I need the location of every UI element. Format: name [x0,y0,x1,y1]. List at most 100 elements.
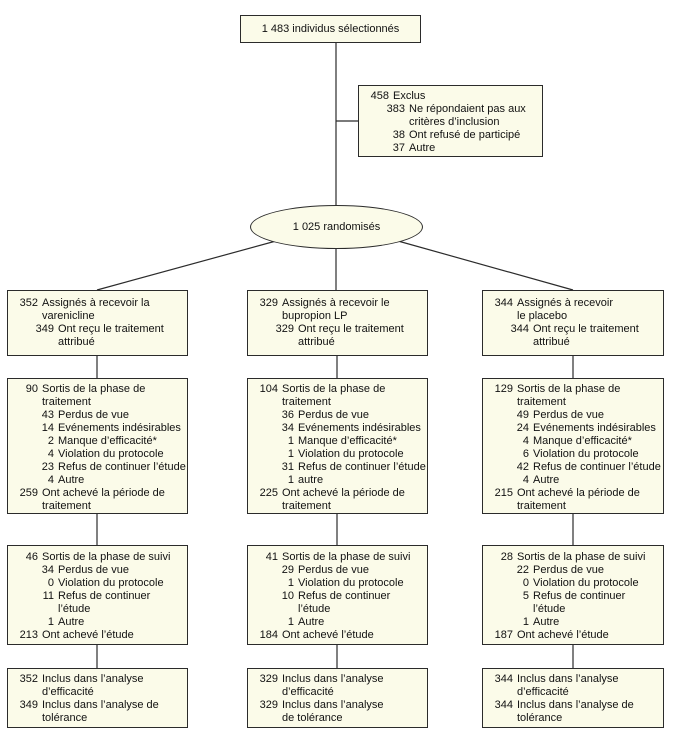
count-value: 4 [522,474,529,486]
flow-line: 14 Evénements indésirables [14,422,184,435]
count-value: 42 [516,461,529,473]
count-value: 349 [35,323,54,335]
line-label: Sortis de la phase de traitement [42,383,146,408]
count-value: 6 [522,448,529,460]
line-label: Inclus dans l’analyse de tolérance [42,699,159,724]
count-value: 46 [25,551,38,563]
count-value: 24 [516,422,529,434]
line-label: Violation du protocole [533,577,639,589]
line-label: Assignés à recevoir le placebo [517,297,613,322]
count-value: 11 [42,590,54,602]
line-label: Sortis de la phase de traitement [282,383,386,408]
count-value: 1 [287,577,294,589]
line-label: Violation du protocole [533,448,639,460]
line-label: Assignés à recevoir la varenicline [42,297,150,322]
randomized-ellipse: 1 025 randomisés [250,205,423,249]
line-label: Ont reçu le traitement attribué [298,323,404,348]
count-value: 1 [522,616,529,628]
count-value: 344 [494,699,513,711]
count-value: 5 [522,590,529,602]
line-label: Autre [409,142,436,154]
line-label: Ont achevé l’étude [42,629,134,641]
count-value: 23 [41,461,54,473]
line-label: Evénements indésirables [58,422,181,434]
line-label: Autre [58,474,85,486]
line-label: Ont achevé l’étude [282,629,374,641]
count-value: 329 [259,699,278,711]
count-value: 4 [47,448,54,460]
line-label: Perdus de vue [298,409,369,421]
count-value: 344 [510,323,529,335]
count-value: 2 [47,435,54,447]
flow-line: 38 Ont refusé de participé [365,129,539,142]
count-value: 187 [494,629,513,641]
line-label: Manque d’efficacité* [533,435,632,447]
count-value: 37 [392,142,405,154]
line-label: Sortis de la phase de suivi [282,551,411,563]
count-value: 38 [392,129,405,141]
line-label: Refus de continuer l’étude [533,590,626,615]
count-value: 352 [19,673,38,685]
line-label: Perdus de vue [58,564,129,576]
line-label: Ont refusé de participé [409,129,521,141]
count-value: 1 [287,616,294,628]
count-value: 1 [287,474,294,486]
line-label: Autre [58,616,85,628]
count-value: 43 [41,409,54,421]
line-label: Inclus dans l’analyse de tolérance [517,699,634,724]
count-value: 10 [281,590,294,602]
flow-line: 5 Refus de continuer l’étude [489,590,660,616]
line-label: Sortis de la phase de suivi [42,551,171,563]
flow-line: 1 Violation du protocole [254,577,424,590]
count-value: 225 [259,487,278,499]
line-label: Violation du protocole [298,577,404,589]
count-value: 329 [259,673,278,685]
count-value: 14 [41,422,54,434]
selected-count-label: 1 483 individus sélectionnés [261,22,400,35]
line-label: Perdus de vue [533,409,604,421]
count-value: 49 [516,409,529,421]
line-label: Assignés à recevoir le bupropion LP [282,297,390,322]
line-label: Autre [533,616,560,628]
